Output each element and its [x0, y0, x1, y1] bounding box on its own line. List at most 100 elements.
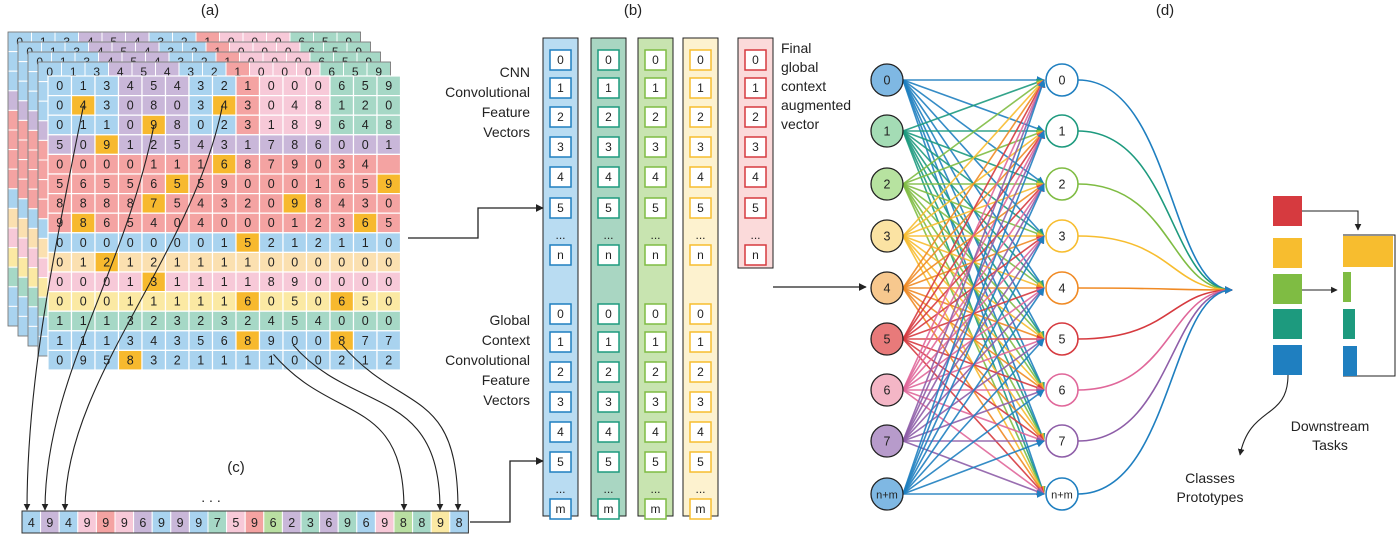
downstream-bar	[1343, 272, 1351, 302]
final-vector-label: Final global context augmented vector	[781, 40, 851, 132]
feature-map-value: 4	[150, 216, 157, 230]
vector-cell-label: 2	[697, 110, 704, 124]
network-edge	[902, 79, 1046, 495]
feature-map-value: 0	[315, 295, 322, 309]
global-label-line: Context	[482, 332, 530, 348]
feature-map-value: 2	[150, 255, 157, 269]
network-edge	[902, 439, 1045, 495]
feature-map-value: 6	[338, 118, 345, 132]
network-edge	[902, 183, 1045, 495]
feature-map-value: 0	[56, 295, 63, 309]
feature-map-value: 2	[244, 314, 251, 328]
input-node-label: 1	[884, 125, 891, 139]
vector-cell	[549, 49, 572, 71]
feature-map-value: 3	[221, 314, 228, 328]
vector-cell	[549, 421, 572, 443]
feature-map-value: 7	[362, 334, 369, 348]
feature-map-value: 6	[338, 177, 345, 191]
feature-map-value: 4	[268, 314, 275, 328]
vector-cell	[549, 498, 572, 520]
sequence-value: 9	[102, 516, 109, 530]
vector-cell	[597, 49, 620, 71]
feature-map-value: 3	[103, 99, 110, 113]
vector-cell	[689, 166, 712, 188]
downstream-bracket	[1343, 234, 1396, 377]
feature-map-value: 0	[385, 197, 392, 211]
vector-cell-label: 1	[652, 335, 659, 349]
feature-map-value: 3	[197, 99, 204, 113]
feature-map-value: 1	[291, 236, 298, 250]
output-node-label: 5	[1059, 333, 1066, 347]
feature-map-value: 5	[362, 177, 369, 191]
feature-map-value: 5	[291, 314, 298, 328]
feature-map-value: 3	[244, 118, 251, 132]
feature-map-value: 0	[338, 138, 345, 152]
classes-prototypes-label: Classes Prototypes	[1177, 470, 1244, 505]
input-node-label: 3	[884, 230, 891, 244]
vector-cell-label: m	[604, 502, 614, 516]
feature-map-value: 1	[174, 295, 181, 309]
vector-cell-label: 2	[557, 365, 564, 379]
feature-map-value: 3	[338, 157, 345, 171]
vector-cell-label: 3	[697, 395, 704, 409]
class-prototypes	[1237, 196, 1396, 456]
feature-map-value: 1	[80, 79, 87, 93]
feature-map-value: 5	[291, 295, 298, 309]
vector-cell-label: n	[652, 248, 659, 262]
vector-cell-label: ...	[555, 228, 565, 242]
sequence-value: 9	[344, 516, 351, 530]
output-node	[1045, 322, 1079, 356]
feature-map-value: 0	[315, 353, 322, 367]
feature-map-value: 0	[56, 79, 63, 93]
feature-map-value: 5	[385, 216, 392, 230]
feature-map-value: 0	[258, 65, 265, 79]
vector-cell-label: 3	[752, 140, 759, 154]
feature-map-value: 9	[375, 65, 382, 79]
feature-map-value: 2	[211, 65, 218, 79]
feature-map-value: 3	[103, 79, 110, 93]
vector-cell-label: 3	[652, 140, 659, 154]
vector-cell-label: 5	[752, 201, 759, 215]
output-curve	[1077, 286, 1233, 340]
feature-map-value: 0	[268, 79, 275, 93]
output-curve	[1077, 285, 1233, 294]
vector-cell	[644, 331, 667, 353]
sequence-value: 8	[400, 516, 407, 530]
feature-map-value: 6	[221, 157, 228, 171]
final-label-line: global	[781, 59, 818, 75]
global-label-line: Global	[490, 312, 530, 328]
selection-arrows	[23, 105, 462, 511]
selection-arrow	[61, 105, 224, 511]
selection-arrow	[41, 125, 155, 511]
feature-map-value: 3	[187, 65, 194, 79]
vector-cell	[689, 451, 712, 473]
feature-map-value: 0	[315, 334, 322, 348]
feature-map-value: 4	[197, 216, 204, 230]
feature-map-value: 8	[315, 99, 322, 113]
feature-map-value: 1	[244, 353, 251, 367]
prototype-arrow	[1302, 210, 1362, 231]
vector-cell	[689, 303, 712, 325]
feature-map-value: 0	[385, 236, 392, 250]
feature-map-value: 1	[385, 138, 392, 152]
feature-map-value: 0	[127, 118, 134, 132]
feature-map-value: 0	[103, 157, 110, 171]
vector-cell-label: ...	[555, 482, 565, 496]
feature-map-value: 0	[56, 118, 63, 132]
vector-cell-label: 0	[652, 307, 659, 321]
vector-cell	[644, 77, 667, 99]
vector-cell-label: 0	[752, 53, 759, 67]
feature-map-value: 0	[56, 353, 63, 367]
output-node	[1045, 424, 1079, 458]
feature-map-value: 0	[80, 295, 87, 309]
feature-map-value: 2	[315, 216, 322, 230]
feature-map-value: 5	[56, 177, 63, 191]
vector-cell-label: ...	[603, 228, 613, 242]
prototype-arrows	[1237, 210, 1362, 456]
vector-cell	[689, 197, 712, 219]
feature-map-value: 8	[127, 353, 134, 367]
feature-map-value: 0	[80, 275, 87, 289]
vector-cell	[597, 197, 620, 219]
